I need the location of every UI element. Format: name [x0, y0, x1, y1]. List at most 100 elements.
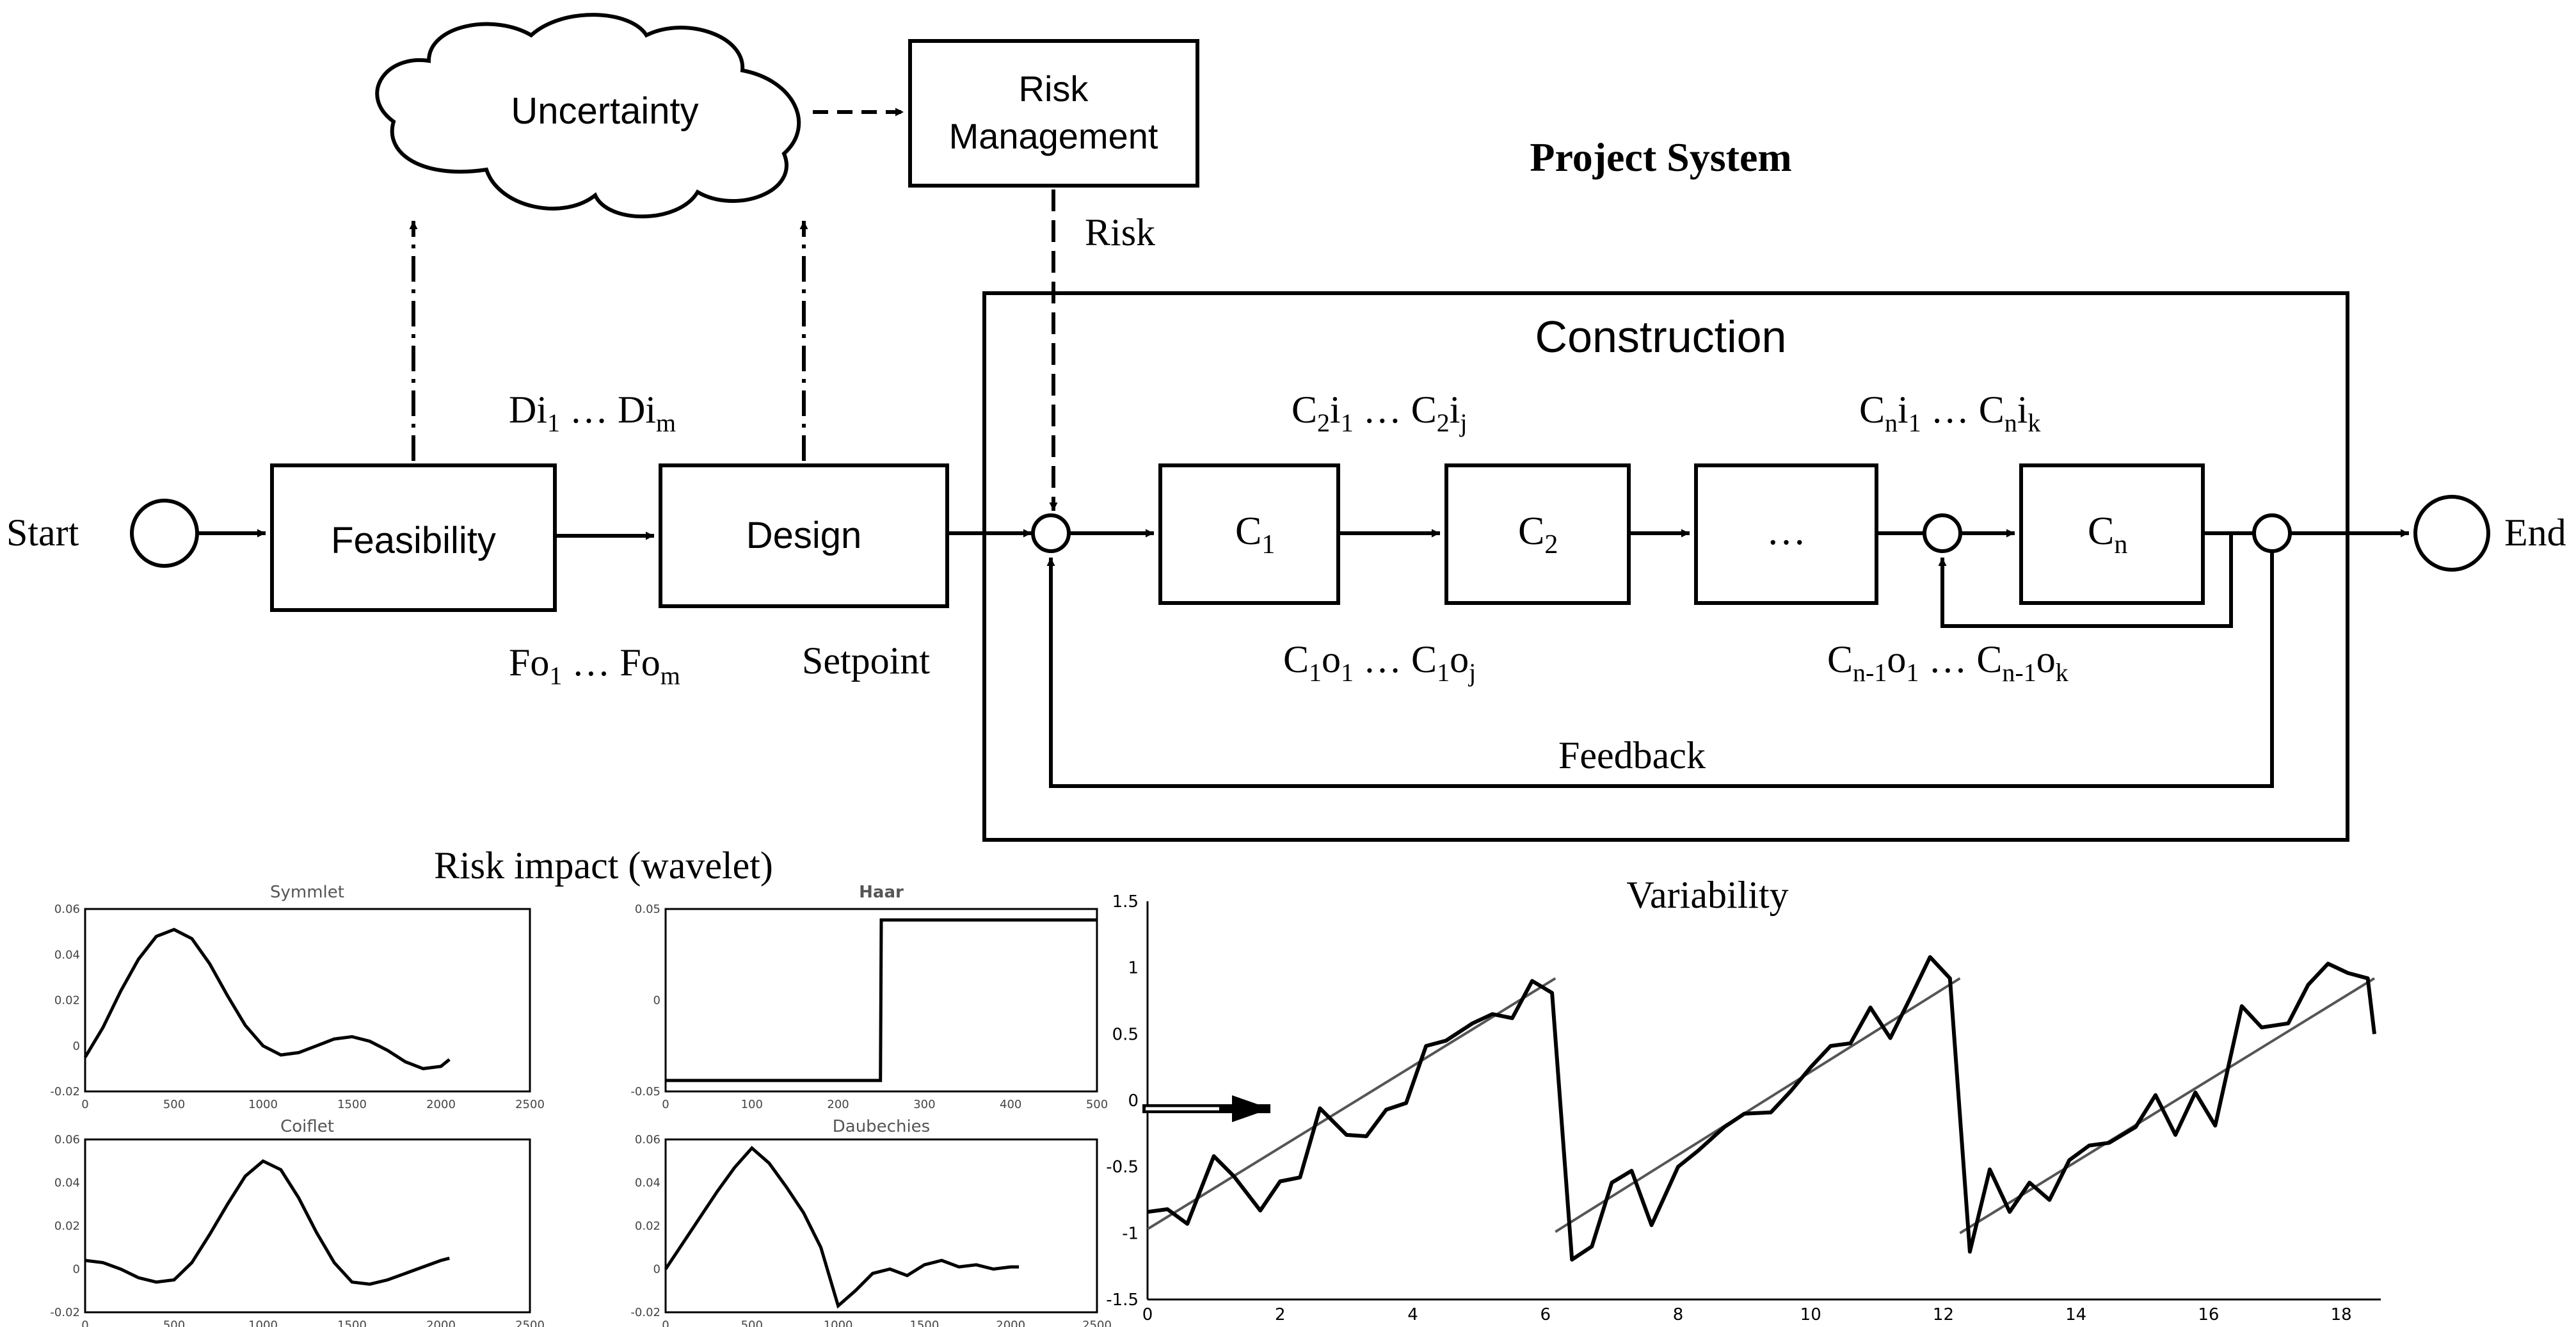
y-tick-label: -0.02: [630, 1306, 660, 1319]
x-tick-label: 8: [1673, 1305, 1684, 1324]
x-tick-label: 300: [913, 1098, 935, 1111]
c2-label: C2: [1518, 510, 1558, 559]
x-tick-label: 1500: [337, 1319, 367, 1327]
risk-management-label-line1: Risk: [1019, 68, 1089, 109]
y-tick-label: 0: [73, 1040, 80, 1053]
feasibility-box: [270, 463, 557, 612]
construction-box: [982, 291, 2349, 842]
wavelet-panel-symmlet: Symmlet 0 500 1000 1500 2000 2500 0.06 0.04 0.02…: [50, 883, 544, 1111]
daubechies-title: Daubechies: [833, 1117, 930, 1136]
x-tick-label: 12: [1933, 1305, 1954, 1324]
x-tick-label: 1000: [824, 1319, 853, 1327]
x-tick-label: 0: [1142, 1305, 1153, 1324]
x-tick-label: 1000: [248, 1098, 278, 1111]
risk-label: Risk: [1085, 211, 1155, 253]
x-tick-label: 100: [741, 1098, 763, 1111]
design-inputs-label: Di1 … Dim: [509, 389, 676, 437]
x-tick-label: 14: [2065, 1305, 2086, 1324]
variability-trend-line: [1146, 977, 2376, 1235]
y-tick-label: -0.5: [1106, 1158, 1139, 1177]
summing-junction-3: [2252, 513, 2292, 553]
cn-label: Cn: [2088, 510, 2127, 559]
design-label: Design: [746, 515, 862, 556]
y-tick-label: 0: [73, 1263, 80, 1276]
summing-junction-2: [1923, 513, 1962, 553]
x-tick-label: 500: [1086, 1098, 1108, 1111]
x-tick-label: 2000: [426, 1319, 456, 1327]
wavelet-panel-daubechies: Daubechies 0 500 1000 1500 2000 2500 0.06 0.04 0…: [630, 1117, 1111, 1327]
x-tick-label: 1500: [909, 1319, 939, 1327]
coiflet-frame: [84, 1138, 531, 1314]
ellipsis-label: …: [1766, 510, 1806, 553]
x-tick-label: 1000: [248, 1319, 278, 1327]
y-tick-label: 0.04: [54, 948, 80, 961]
process-diagram: Uncertainty Risk Management Project Syst…: [6, 13, 2566, 842]
feasibility-label: Feasibility: [331, 520, 496, 561]
end-label: End: [2504, 511, 2566, 554]
x-tick-label: 400: [1000, 1098, 1021, 1111]
daubechies-frame: [664, 1138, 1098, 1314]
design-box: [659, 463, 949, 608]
setpoint-label: Setpoint: [802, 639, 930, 682]
x-tick-label: 0: [662, 1319, 669, 1327]
y-tick-label: 0.02: [54, 1219, 80, 1233]
y-tick-label: -0.02: [50, 1306, 80, 1319]
daubechies-curve: [664, 1145, 1020, 1309]
end-node: [2413, 495, 2490, 572]
x-tick-label: 18: [2331, 1305, 2352, 1324]
y-tick-label: 0: [1128, 1091, 1139, 1111]
x-tick-label: 0: [81, 1319, 88, 1327]
x-tick-label: 2500: [515, 1098, 545, 1111]
y-tick-label: 0.06: [54, 1133, 80, 1146]
y-tick-label: 0.02: [54, 994, 80, 1008]
y-tick-label: -1: [1122, 1224, 1139, 1243]
feasibility-outputs-label: Fo1 … Fom: [509, 641, 680, 690]
x-tick-label: 2: [1275, 1305, 1286, 1324]
construction-label: Construction: [1535, 312, 1787, 362]
cn-inputs-label: Cni1 … Cnik: [1859, 389, 2040, 437]
start-label: Start: [6, 511, 79, 554]
x-tick-label: 2000: [996, 1319, 1025, 1327]
x-tick-label: 0: [662, 1098, 669, 1111]
haar-curve: [666, 918, 1097, 1082]
x-tick-label: 4: [1407, 1305, 1418, 1324]
y-tick-label: 0.06: [54, 903, 80, 916]
x-tick-label: 500: [163, 1319, 185, 1327]
x-tick-label: 1500: [337, 1098, 367, 1111]
risk-management-label-line2: Management: [949, 116, 1158, 156]
x-tick-label: 0: [81, 1098, 88, 1111]
c1-label: C1: [1235, 510, 1275, 559]
y-tick-label: 1.5: [1112, 892, 1139, 912]
c2-inputs-label: C2i1 … C2ij: [1292, 389, 1468, 437]
x-tick-label: 500: [163, 1098, 185, 1111]
symmlet-title: Symmlet: [270, 883, 344, 902]
x-tick-label: 500: [741, 1319, 763, 1327]
haar-title: Haar: [859, 883, 904, 902]
variability-observed-line: [1147, 955, 2376, 1262]
y-tick-label: 0.06: [635, 1133, 660, 1146]
coiflet-curve: [84, 1159, 450, 1286]
y-tick-label: 0: [653, 1263, 660, 1276]
x-tick-label: 2000: [426, 1098, 456, 1111]
haar-frame: [664, 908, 1098, 1093]
x-tick-label: 16: [2198, 1305, 2219, 1324]
risk-management-box: [908, 39, 1199, 188]
c1-outputs-label: C1o1 … C1oj: [1283, 638, 1476, 687]
uncertainty-cloud: [375, 13, 801, 219]
x-tick-label: 200: [827, 1098, 849, 1111]
variability-title: Variability: [1626, 874, 1788, 916]
uncertainty-label: Uncertainty: [511, 90, 698, 132]
cn1-outputs-label: Cn-1o1 … Cn-1ok: [1827, 638, 2068, 687]
y-tick-label: 0.04: [635, 1177, 660, 1190]
symmlet-frame: [84, 908, 531, 1093]
x-tick-label: 2500: [1082, 1319, 1112, 1327]
